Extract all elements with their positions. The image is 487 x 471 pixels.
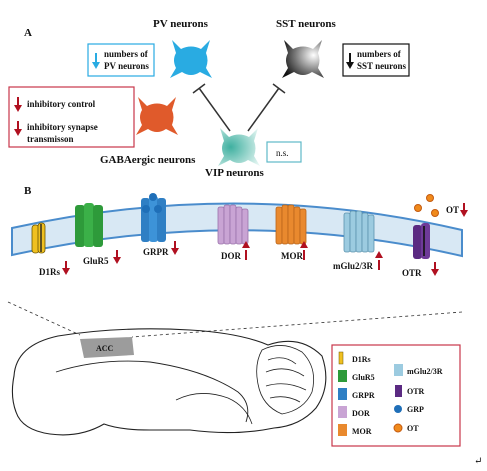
- arrow-otr: [431, 262, 439, 276]
- label-mor: MOR: [281, 251, 303, 261]
- pv-neuron: [170, 40, 212, 78]
- return-mark: ↵: [474, 456, 482, 467]
- legend-glur5: GluR5: [352, 373, 375, 382]
- vip-ns-box: [266, 141, 302, 163]
- receptor-glur5: [75, 203, 103, 247]
- label-d1rs: D1Rs: [39, 267, 60, 277]
- sst-title: SST neurons: [276, 18, 337, 30]
- inhibitory-control-arrow: [14, 97, 22, 112]
- vip-ns-label: n.s.: [276, 148, 289, 158]
- inhibitory-synapse-line2: transmisson: [27, 134, 74, 144]
- arrow-mglu23r: [375, 251, 383, 270]
- legend-otr: OTR: [407, 387, 425, 396]
- legend-grp: GRP: [407, 405, 424, 414]
- legend-ot-icon: [393, 423, 403, 433]
- legend-d1rs-icon: [338, 351, 344, 365]
- sst-neuron: [282, 40, 324, 78]
- pv-down-arrow: [92, 53, 100, 69]
- legend-grp-icon: [394, 405, 402, 413]
- cerebellum: [256, 345, 315, 415]
- pv-box-line1: numbers of: [104, 49, 149, 59]
- pv-count-box: [87, 43, 155, 77]
- legend-d1rs: D1Rs: [352, 355, 371, 364]
- inhibitory-control-label: inhibitory control: [27, 99, 96, 109]
- inhibition-box: [8, 86, 135, 148]
- sst-count-box: [342, 43, 410, 77]
- arrow-dor: [242, 241, 250, 260]
- sst-down-arrow: [346, 53, 354, 69]
- legend-mglu23r-icon: [394, 364, 403, 376]
- legend-dor: DOR: [352, 409, 370, 418]
- vip-to-sst-inhibition: [247, 83, 286, 132]
- panel-a-label: A: [24, 27, 32, 39]
- acc-region: [80, 337, 134, 358]
- brain-inner-boundary: [55, 360, 249, 423]
- gaba-neuron: [136, 97, 178, 135]
- receptor-grpr: [141, 196, 166, 242]
- arrow-grpr: [171, 241, 179, 255]
- legend-glur5-icon: [338, 370, 347, 382]
- label-mglu23r: mGlu2/3R: [333, 261, 374, 271]
- arrow-glur5: [113, 250, 121, 264]
- legend-mglu23r: mGlu2/3R: [407, 367, 443, 376]
- sst-box-line2: SST neurons: [357, 61, 406, 71]
- brainstem: [175, 393, 253, 425]
- legend-otr-icon: [395, 385, 402, 397]
- pv-box-line2: PV neurons: [104, 61, 149, 71]
- label-ot: OT: [446, 205, 459, 215]
- legend-mor-icon: [338, 424, 347, 436]
- legend-grpr-icon: [338, 388, 347, 400]
- legend-grpr: GRPR: [352, 391, 375, 400]
- label-grpr: GRPR: [143, 247, 169, 257]
- vip-to-pv-inhibition: [192, 83, 231, 132]
- arrow-d1rs: [62, 261, 70, 275]
- ot-ligands: [414, 194, 439, 217]
- legend-ot: OT: [407, 424, 419, 433]
- legend-dor-icon: [338, 406, 347, 418]
- receptor-otr: [413, 223, 430, 259]
- receptor-dor: [217, 204, 249, 245]
- receptor-d1rs: [31, 222, 46, 254]
- zoom-line-right: [131, 311, 463, 338]
- sst-box-line1: numbers of: [357, 49, 402, 59]
- label-otr: OTR: [402, 268, 422, 278]
- inhibitory-synapse-line1: inhibitory synapse: [27, 122, 98, 132]
- panel-b-label: B: [24, 185, 32, 197]
- arrow-ot: [460, 203, 468, 217]
- grp-ligands: [142, 193, 162, 213]
- inhibitory-synapse-arrow: [14, 121, 22, 136]
- pv-title: PV neurons: [153, 18, 209, 30]
- receptor-mor: [275, 204, 307, 245]
- label-dor: DOR: [221, 251, 242, 261]
- vip-neuron: [218, 128, 260, 166]
- zoom-line-left: [7, 301, 81, 336]
- acc-label: ACC: [96, 344, 114, 353]
- brain-outline: [11, 328, 327, 436]
- arrow-mor: [300, 241, 308, 260]
- vip-title: VIP neurons: [205, 167, 265, 179]
- legend-mor: MOR: [352, 427, 372, 436]
- gaba-title: GABAergic neurons: [100, 154, 196, 166]
- label-glur5: GluR5: [83, 256, 109, 266]
- receptor-mglu23r: [343, 210, 375, 253]
